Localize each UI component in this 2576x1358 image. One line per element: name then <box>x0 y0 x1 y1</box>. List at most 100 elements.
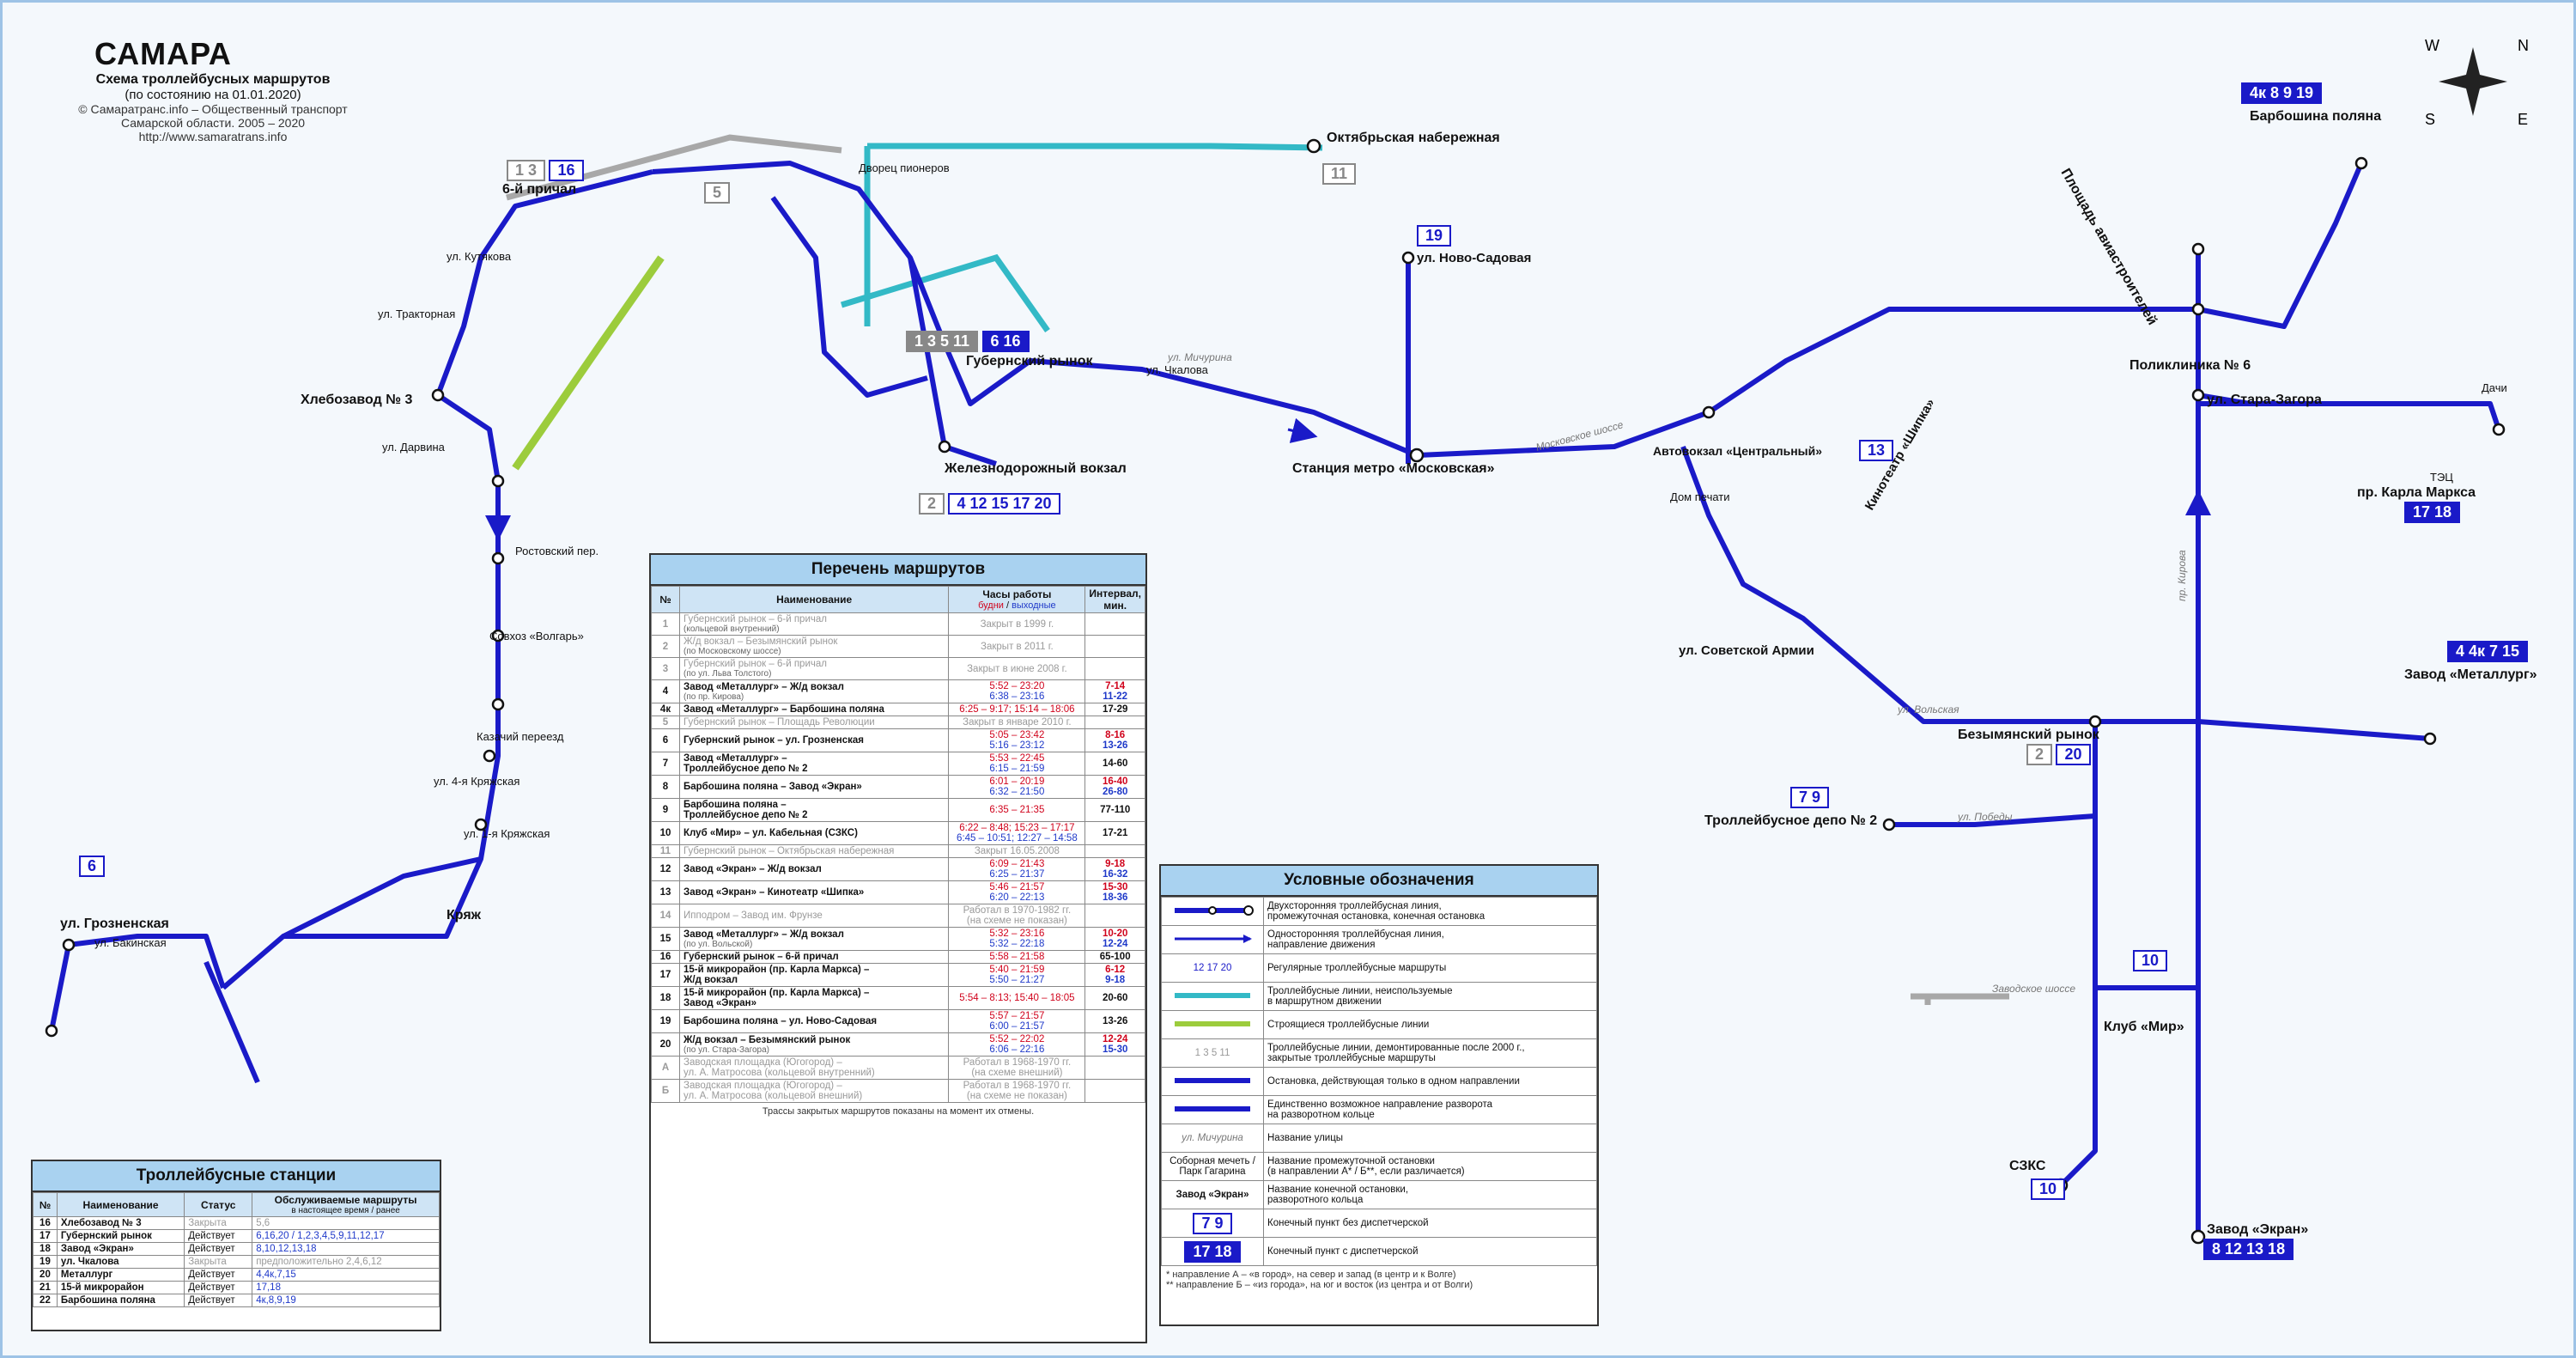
route-number: 16 <box>651 950 680 964</box>
badge-prichal6: 1 3 16 <box>507 160 584 181</box>
badge-ekran: 8 12 13 18 <box>2203 1239 2294 1260</box>
stop-dots <box>45 138 2506 1245</box>
compass-icon: N E S W <box>2425 37 2529 128</box>
route-hours: Работал в 1968-1970 гг.(на схеме не пока… <box>948 1079 1086 1103</box>
badge-klub-mir: 10 <box>2133 950 2168 971</box>
site-url[interactable]: http://www.samaratrans.info <box>138 130 288 143</box>
route-number: 9 <box>651 798 680 822</box>
title-block: САМАРА Схема троллейбусных маршрутов (по… <box>50 36 376 143</box>
route-hours: Закрыт в 2011 г. <box>948 635 1086 658</box>
route-number: 14 <box>651 904 680 928</box>
legend-foot2: ** направление Б – «из города», на юг и … <box>1166 1280 1473 1290</box>
stop-kutyakova: ул. Кутякова <box>447 250 512 263</box>
legend-row: Единственно возможное направление развор… <box>1161 1095 1597 1124</box>
stop-groznenskaya: ул. Грозненская <box>60 916 169 931</box>
station-routes: 5,6 <box>252 1216 440 1230</box>
legend-symbol <box>1161 1067 1264 1096</box>
route-number: А <box>651 1056 680 1080</box>
legend-sample: 1 3 5 11 <box>1194 1048 1230 1058</box>
stop-kryazh: Кряж <box>447 908 482 923</box>
legend-sample: 12 17 20 <box>1193 963 1232 973</box>
col-hours: Часы работы будни / выходные <box>948 586 1086 613</box>
badge-gub-rynok: 1 3 5 11 6 16 <box>906 331 1030 352</box>
route-name: Завод «Металлург» – Троллейбусное депо №… <box>678 752 950 776</box>
route-hours: 5:54 – 8:13; 15:40 – 18:05 <box>948 986 1086 1010</box>
legend-title: Условные обозначения <box>1161 866 1597 897</box>
station-number: 21 <box>33 1281 58 1294</box>
street-label: ул. Победы <box>1957 811 2013 823</box>
route-name: Губернский рынок – Площадь Революции <box>678 716 950 729</box>
badge-bezymyanka: 2 20 <box>2026 744 2091 765</box>
route-interval: 14-60 <box>1084 752 1145 776</box>
legend-symbol: ул. Мичурина <box>1161 1124 1264 1153</box>
route-interval <box>1084 1079 1145 1103</box>
hours-weekend-label: выходные <box>1012 600 1056 611</box>
legend-sample: Соборная мечеть / Парк Гагарина <box>1170 1156 1255 1177</box>
route-hours: 6:35 – 21:35 <box>948 798 1086 822</box>
stop-kazachiy: Казачий переезд <box>477 730 564 743</box>
badge-oktyabr: 11 <box>1322 163 1357 185</box>
route-badge: 6 16 <box>981 331 1030 352</box>
route-badge: 4 4к 7 15 <box>2447 641 2529 662</box>
legend-symbol <box>1161 1010 1264 1039</box>
badge-pl-revol: 5 <box>704 182 731 204</box>
route-hours: Работал в 1970-1982 гг.(на схеме не пока… <box>948 904 1086 928</box>
route-badge: 4 12 15 17 20 <box>948 493 1060 515</box>
one-direction-stop-icon <box>1175 1077 1250 1083</box>
route-badge: 1 3 5 11 <box>906 331 979 352</box>
station-name: 15-й микрорайон <box>56 1281 185 1294</box>
route-number: 20 <box>651 1032 680 1057</box>
route-name: Клуб «Мир» – ул. Кабельная (СЗКС) <box>678 821 950 845</box>
svg-text:W: W <box>2425 37 2439 54</box>
legend-label: Название промежуточной остановки (в напр… <box>1263 1152 1597 1181</box>
station-status: Действует <box>184 1294 253 1307</box>
construction-lines <box>512 255 665 471</box>
active-lines <box>49 161 2501 1237</box>
stop-barboshina: Барбошина поляна <box>2250 109 2381 124</box>
legend-row: Остановка, действующая только в одном на… <box>1161 1067 1597 1096</box>
legend-row: Завод «Экран»Название конечной остановки… <box>1161 1180 1597 1209</box>
route-number: 3 <box>651 657 680 680</box>
route-hours: Закрыт 16.05.2008 <box>948 844 1086 858</box>
legend-sample: ул. Мичурина <box>1182 1133 1243 1143</box>
badge-shipka: 13 <box>1859 440 1894 461</box>
stop-sovkhoz: Совхоз «Волгарь» <box>489 630 584 642</box>
station-status: Действует <box>184 1268 253 1282</box>
stations-table-panel: Троллейбусные станции № Наименование Ста… <box>31 1160 441 1331</box>
station-name: Металлург <box>56 1268 185 1282</box>
route-number: 13 <box>651 880 680 904</box>
legend-symbol: 17 18 <box>1161 1237 1264 1266</box>
legend-symbol <box>1161 1095 1264 1124</box>
station-status: Действует <box>184 1242 253 1256</box>
legend-sample: Завод «Экран» <box>1176 1190 1249 1200</box>
route-interval: 17-29 <box>1084 703 1145 716</box>
route-hours: Закрыт в январе 2010 г. <box>948 716 1086 729</box>
stop-traktornaya: ул. Тракторная <box>378 308 455 320</box>
route-badge: 11 <box>1322 163 1357 185</box>
legend-label: Название улицы <box>1263 1124 1597 1153</box>
stop-polyklinika: Поликлиника № 6 <box>2129 358 2251 373</box>
routes-table-title: Перечень маршрутов <box>651 555 1145 586</box>
route-name: Барбошина поляна – Завод «Экран» <box>678 775 950 799</box>
svg-text:S: S <box>2425 111 2435 128</box>
svg-text:N: N <box>2518 37 2529 54</box>
badge-szks: 10 <box>2031 1178 2066 1200</box>
route-name: Барбошина поляна – Троллейбусное депо № … <box>678 798 950 822</box>
route-badge: 5 <box>704 182 731 204</box>
st-col-num: № <box>33 1192 58 1217</box>
legend-sample: 7 9 <box>1193 1212 1232 1234</box>
